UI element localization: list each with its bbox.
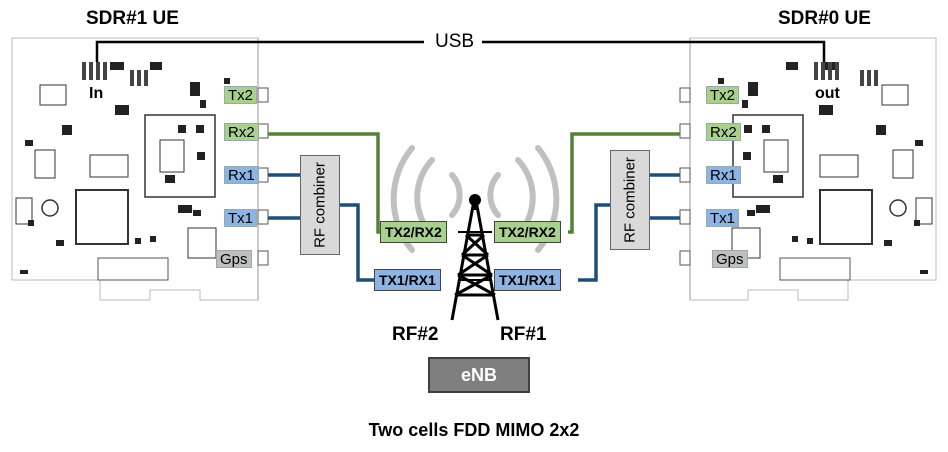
right-rf-combiner-label: RF combiner — [621, 157, 639, 243]
left-rf-combiner-label: RF combiner — [311, 162, 329, 248]
usb-label: USB — [432, 31, 478, 53]
left-port-rx1: Rx1 — [224, 166, 259, 184]
antenna-tip-icon — [469, 194, 481, 206]
left-antenna-tx2rx2: TX2/RX2 — [380, 221, 447, 243]
right-port-tx1: Tx1 — [706, 209, 740, 227]
left-sdr-board — [11, 37, 269, 301]
left-port-rx2: Rx2 — [224, 123, 259, 141]
left-port-tx2: Tx2 — [224, 86, 258, 104]
enb-box: eNB — [428, 357, 530, 393]
right-antenna-tx2rx2: TX2/RX2 — [494, 221, 561, 243]
rf2-label: RF#2 — [392, 324, 439, 345]
diagram-caption: Two cells FDD MIMO 2x2 — [368, 420, 580, 440]
right-port-gps: Gps — [712, 250, 748, 268]
blue-cables — [268, 173, 680, 282]
antenna-tower-icon — [450, 194, 500, 321]
left-usb-port-label: In — [89, 85, 104, 102]
right-device-title: SDR#0 UE — [778, 8, 871, 29]
right-rf-combiner: RF combiner — [610, 150, 650, 250]
left-antenna-tx1rx1: TX1/RX1 — [374, 269, 441, 291]
right-sdr-board — [679, 37, 937, 301]
usb-cable — [95, 40, 826, 62]
right-port-rx2: Rx2 — [706, 123, 741, 141]
rf1-label: RF#1 — [500, 324, 547, 345]
left-device-title: SDR#1 UE — [86, 8, 179, 29]
right-port-tx2: Tx2 — [706, 86, 740, 104]
right-usb-port-label: out — [815, 85, 840, 102]
left-rf-combiner: RF combiner — [300, 155, 340, 255]
left-port-tx1: Tx1 — [224, 209, 258, 227]
left-port-gps: Gps — [216, 250, 252, 268]
right-antenna-tx1rx1: TX1/RX1 — [494, 269, 561, 291]
right-port-rx1: Rx1 — [706, 166, 741, 184]
